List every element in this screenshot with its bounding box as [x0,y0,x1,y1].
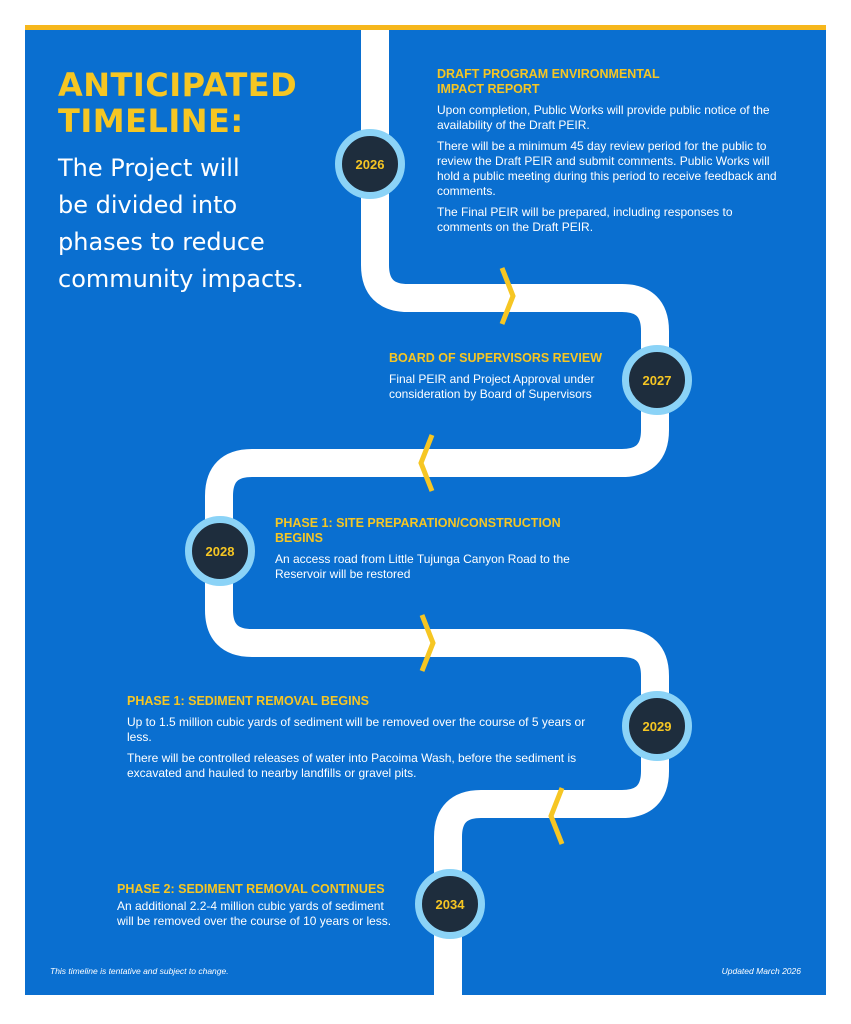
updated-note: Updated March 2026 [721,966,801,976]
year-label: 2034 [435,896,465,912]
timeline-panel: ANTICIPATED TIMELINE: The Project will b… [25,25,826,995]
heading-line: BOARD OF SUPERVISORS REVIEW [389,351,602,365]
subtitle-line: community impacts. [58,265,304,293]
heading-line: PHASE 2: SEDIMENT REMOVAL CONTINUES [117,882,385,896]
milestone-text: Upon completion, Public Works will provi… [437,103,770,132]
heading-line: PHASE 1: SITE PREPARATION/CONSTRUCTION [275,516,561,530]
milestone-2029: PHASE 1: SEDIMENT REMOVAL BEGINS Up to 1… [127,694,607,787]
milestone-heading: PHASE 1: SITE PREPARATION/CONSTRUCTION B… [275,516,575,546]
year-badge-2027: 2027 [622,345,692,415]
milestone-text: The Final PEIR will be prepared, includi… [437,205,733,234]
page-title: ANTICIPATED TIMELINE: [58,67,297,139]
year-badge-2026: 2026 [335,129,405,199]
milestone-heading: DRAFT PROGRAM ENVIRONMENTAL IMPACT REPOR… [437,67,777,97]
year-badge-2028: 2028 [185,516,255,586]
year-badge-2029: 2029 [622,691,692,761]
milestone-text: An access road from Little Tujunga Canyo… [275,552,570,581]
top-accent-bar [25,25,826,30]
heading-line: PHASE 1: SEDIMENT REMOVAL BEGINS [127,694,369,708]
chevron-right-icon [499,267,516,325]
milestone-heading: PHASE 1: SEDIMENT REMOVAL BEGINS [127,694,607,709]
milestone-2028: PHASE 1: SITE PREPARATION/CONSTRUCTION B… [275,516,575,588]
heading-line: IMPACT REPORT [437,82,540,96]
milestone-text: There will be controlled releases of wat… [127,751,577,780]
disclaimer-note: This timeline is tentative and subject t… [50,966,229,976]
subtitle-line: The Project will [58,154,240,182]
chevron-left-icon [418,434,435,492]
year-label: 2026 [355,156,385,172]
subtitle-line: be divided into [58,191,238,219]
milestone-text: There will be a minimum 45 day review pe… [437,139,777,198]
milestone-text: Final PEIR and Project Approval under co… [389,372,595,401]
chevron-left-icon [548,787,565,845]
title-line: ANTICIPATED [58,66,298,104]
milestone-2034: PHASE 2: SEDIMENT REMOVAL CONTINUES An a… [117,882,399,935]
page-subtitle: The Project will be divided into phases … [58,150,338,298]
heading-line: BEGINS [275,531,323,545]
chevron-right-icon [419,614,436,672]
milestone-2027: BOARD OF SUPERVISORS REVIEW Final PEIR a… [389,351,609,408]
year-label: 2028 [205,543,235,559]
heading-line: DRAFT PROGRAM ENVIRONMENTAL [437,67,660,81]
milestone-text: An additional 2.2-4 million cubic yards … [117,899,392,928]
milestone-2026: DRAFT PROGRAM ENVIRONMENTAL IMPACT REPOR… [437,67,777,241]
year-badge-2034: 2034 [415,869,485,939]
subtitle-line: phases to reduce [58,228,265,256]
title-line: TIMELINE: [58,102,244,140]
year-label: 2027 [642,372,672,388]
milestone-heading: BOARD OF SUPERVISORS REVIEW [389,351,609,366]
year-label: 2029 [642,718,672,734]
milestone-heading: PHASE 2: SEDIMENT REMOVAL CONTINUES [117,882,399,897]
milestone-text: Up to 1.5 million cubic yards of sedimen… [127,715,586,744]
